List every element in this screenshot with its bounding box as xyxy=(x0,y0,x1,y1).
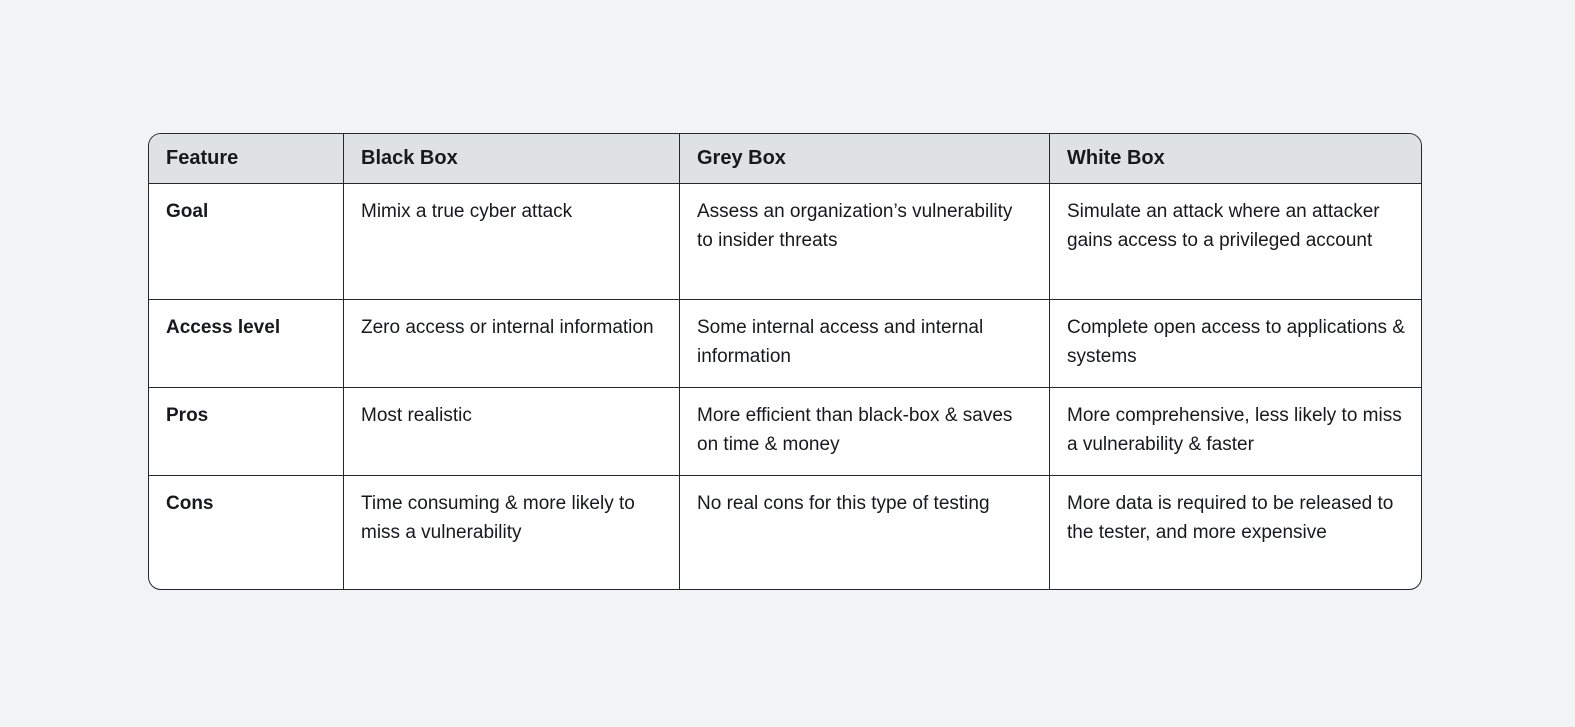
row-label-cons: Cons xyxy=(149,476,344,589)
cell-cons-grey-box: No real cons for this type of testing xyxy=(680,476,1050,589)
pentest-comparison-table: Feature Black Box Grey Box White Box Goa… xyxy=(148,133,1422,590)
cell-pros-black-box: Most realistic xyxy=(344,388,680,476)
row-label-access-level: Access level xyxy=(149,300,344,388)
cell-goal-grey-box: Assess an organization’s vulnerability t… xyxy=(680,184,1050,300)
cell-access-level-grey-box: Some internal access and internal inform… xyxy=(680,300,1050,388)
row-label-goal: Goal xyxy=(149,184,344,300)
header-cell-grey-box: Grey Box xyxy=(680,134,1050,184)
cell-cons-white-box: More data is required to be released to … xyxy=(1067,493,1394,543)
header-cell-white-box: White Box xyxy=(1050,134,1421,184)
cell-cons-black-box: Time consuming & more likely to miss a v… xyxy=(344,476,680,589)
header-cell-feature: Feature xyxy=(149,134,344,184)
cell-goal-black-box: Mimix a true cyber attack xyxy=(344,184,680,300)
header-cell-black-box: Black Box xyxy=(344,134,680,184)
cell-access-level-black-box: Zero access or internal information xyxy=(344,300,680,388)
cell-pros-grey-box: More efficient than black-box & saves on… xyxy=(680,388,1050,476)
cell-pros-white-box: More comprehensive, less likely to miss … xyxy=(1050,388,1421,476)
cell-access-level-white-box: Complete open access to applications & s… xyxy=(1050,300,1421,388)
row-label-pros: Pros xyxy=(149,388,344,476)
cell-goal-white-box: Simulate an attack where an attacker gai… xyxy=(1050,184,1421,300)
